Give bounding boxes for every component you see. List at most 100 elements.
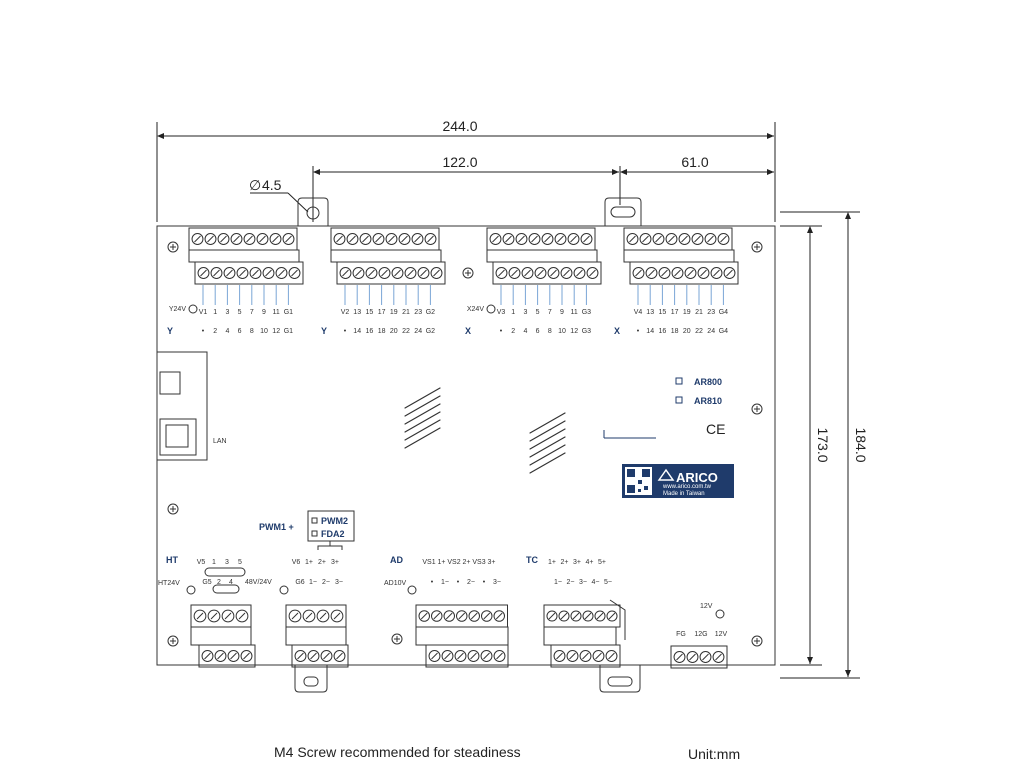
pin-label-top: 1 — [511, 309, 515, 316]
pin-label-bottom: 10 — [260, 328, 268, 335]
pin-label-bottom: 2 — [511, 328, 515, 335]
pin-label-bottom: 8 — [250, 328, 254, 335]
pin-label-bottom: 2 — [213, 328, 217, 335]
terminal-screw-icon — [330, 609, 344, 623]
brand-made: Made in Taiwan — [663, 491, 705, 497]
terminal-screw-icon — [570, 610, 582, 622]
terminal-screw-icon — [197, 267, 210, 279]
ht-pin-top: 1 — [212, 559, 216, 566]
terminal-screw-icon — [605, 650, 618, 662]
terminal-screw-icon — [262, 267, 275, 279]
pin-label-bottom: 16 — [366, 328, 374, 335]
terminal-screw-icon — [467, 650, 480, 662]
ad-pin-bottom: 1− — [441, 579, 449, 586]
vent-slot — [404, 419, 441, 441]
vent-slot — [404, 427, 441, 449]
pin-label-top: V3 — [497, 309, 506, 316]
terminal-screw-icon — [553, 650, 566, 662]
power-indicator-icon — [279, 585, 289, 595]
arico-logo-icon — [657, 468, 675, 481]
model-ar810: AR810 — [694, 396, 722, 406]
ad-pin-bottom: • — [431, 579, 434, 586]
pin-label-bottom: G4 — [719, 328, 728, 335]
pwr-12v-label: 12V — [700, 603, 713, 610]
terminal-screw-icon — [645, 267, 658, 279]
terminal-screw-icon — [699, 651, 712, 663]
board-outline — [156, 197, 776, 693]
terminal-screw-icon — [626, 233, 639, 245]
terminal-screw-icon — [385, 233, 398, 245]
terminal-screw-icon — [594, 610, 606, 622]
terminal-screw-icon — [454, 650, 467, 662]
terminal-screw-icon — [217, 233, 230, 245]
terminal-screw-icon — [717, 233, 730, 245]
brand-name: ARICO — [676, 470, 718, 485]
ht-pin-bottom: 4 — [229, 579, 233, 586]
terminal-screw-icon — [489, 233, 502, 245]
terminal-screw-icon — [673, 651, 686, 663]
terminal-screw-icon — [359, 233, 372, 245]
ht-pin-top: 5 — [238, 559, 242, 566]
screw-note: M4 Screw recommended for steadiness — [274, 744, 521, 760]
vent-slot — [529, 452, 566, 474]
terminal-screw-icon — [365, 267, 378, 279]
terminal-screw-icon — [333, 233, 346, 245]
pin-label-bottom: 4 — [225, 328, 229, 335]
unit-note: Unit:mm — [688, 746, 741, 762]
terminal-screw-icon — [554, 233, 567, 245]
terminal-screw-icon — [592, 650, 605, 662]
ht-pin-bottom: 2 — [217, 579, 221, 586]
dimension-lines — [156, 122, 860, 679]
pin-label-top: 13 — [646, 309, 654, 316]
terminal-screw-icon — [493, 650, 506, 662]
model-ar800: AR800 — [694, 377, 722, 387]
terminal-screw-icon — [665, 233, 678, 245]
terminal-screw-icon — [547, 267, 560, 279]
terminal-screw-icon — [481, 610, 493, 622]
v6-pin-bottom: 2− — [322, 579, 330, 586]
tc-pin-top: 4+ — [586, 559, 594, 566]
terminal-screw-icon — [639, 233, 652, 245]
pin-label-bottom: G1 — [284, 328, 293, 335]
terminal-screw-icon — [404, 267, 417, 279]
screw-icon — [751, 403, 763, 415]
pin-label-top: 5 — [238, 309, 242, 316]
pwr-pin-label: FG — [676, 631, 686, 638]
terminal-screw-icon — [712, 651, 725, 663]
power-indicator-icon — [715, 609, 725, 619]
terminal-screw-icon — [294, 650, 307, 662]
screw-icon — [462, 267, 474, 279]
screw-icon — [167, 241, 179, 253]
terminal-screw-icon — [443, 610, 455, 622]
diameter-symbol: ∅ — [249, 177, 261, 193]
terminal-screw-icon — [684, 267, 697, 279]
terminal-screw-icon — [710, 267, 723, 279]
power-indicator-icon — [188, 304, 198, 314]
pin-label-top: V4 — [634, 309, 643, 316]
vent-slot — [404, 411, 441, 433]
pin-label-top: 7 — [250, 309, 254, 316]
brand-label: ARICO www.arico.com.tw Made in Taiwan — [622, 464, 734, 498]
terminal-screw-icon — [441, 650, 454, 662]
pin-label-top: 15 — [659, 309, 667, 316]
pin-label-bottom: 8 — [548, 328, 552, 335]
terminal-screw-icon — [235, 609, 249, 623]
pin-label-bottom: 16 — [659, 328, 667, 335]
terminal-screw-icon — [269, 233, 282, 245]
pwm-option-pwm2: PWM2 — [321, 516, 348, 526]
terminal-screw-icon — [346, 233, 359, 245]
terminal-screw-icon — [456, 610, 468, 622]
v6-pin-top: 2+ — [318, 559, 326, 566]
pin-label-top: G4 — [719, 309, 728, 316]
mounting-screws — [167, 241, 763, 647]
half-width-dim: 122.0 — [442, 154, 477, 170]
terminal-screw-icon — [424, 233, 437, 245]
pin-label-top: 3 — [523, 309, 527, 316]
terminal-screw-icon — [249, 267, 262, 279]
side-label: X — [465, 326, 471, 336]
vent-slot — [529, 436, 566, 458]
terminal-screw-icon — [558, 610, 570, 622]
pin-label-bottom: 18 — [378, 328, 386, 335]
quarter-width-dim: 61.0 — [681, 154, 708, 170]
